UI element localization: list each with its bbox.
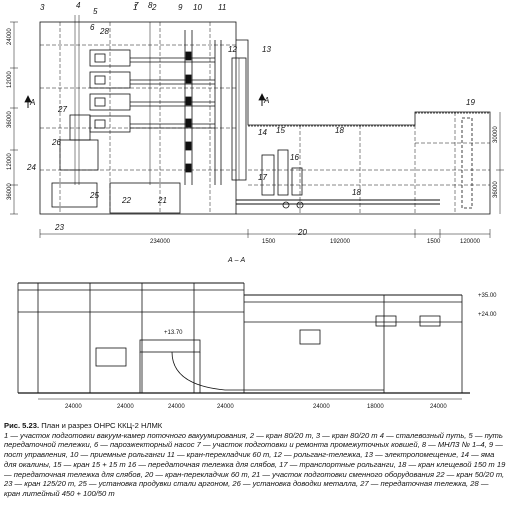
callout-label-10: 10: [193, 3, 202, 12]
callout-label-8: 8: [148, 1, 153, 10]
dimension-label: 24000: [65, 404, 82, 410]
callout-label-11: 11: [218, 3, 226, 12]
east-building-outline: [236, 39, 491, 215]
callout-label-18: 18: [352, 188, 361, 197]
section-elevations: +35.00 +24.00 +13.70: [164, 293, 497, 336]
plan-view: [10, 15, 504, 238]
callout-label-7: 7: [134, 1, 139, 10]
crane-tracks: [74, 15, 151, 185]
section-title: А – А: [227, 257, 245, 264]
dimension-label: 192000: [330, 239, 351, 245]
callout-label-18: 18: [335, 126, 344, 135]
callout-label-15: 15: [276, 126, 285, 135]
dimension-label: 24000: [217, 404, 234, 410]
caption-title: Рис. 5.23.: [4, 421, 40, 430]
dimension-label: 30000: [493, 126, 499, 143]
dimension-label: 24000: [168, 404, 185, 410]
dimension-label: 1500: [427, 239, 441, 245]
callout-label-13: 13: [262, 45, 271, 54]
callout-label-16: 16: [290, 153, 299, 162]
dimension-label: 18000: [367, 404, 384, 410]
callout-label-14: 14: [258, 128, 267, 137]
section-bottom-dimensions: 24000 24000 24000 24000 24000 18000 24000: [65, 404, 447, 410]
plan-right-dimensions: 30000 36000: [493, 126, 499, 198]
callout-label-25: 25: [89, 191, 99, 200]
dimension-label: 1500: [262, 239, 276, 245]
callout-label-24: 24: [26, 163, 36, 172]
callout-label-22: 22: [121, 196, 131, 205]
caption-body: 1 — участок подготовки вакуум-камер пото…: [4, 430, 506, 498]
callout-label-19: 19: [466, 98, 475, 107]
plan-left-dimensions: 24000 12000 36000 12000 36000: [7, 28, 13, 200]
dimension-label: 24000: [313, 404, 330, 410]
dimension-label: 36000: [7, 111, 13, 128]
dimension-label: 36000: [493, 181, 499, 198]
dimension-label: 12000: [7, 71, 13, 88]
roller-tables: [184, 30, 222, 185]
main-building-outline: [39, 21, 237, 215]
elevation-label: +24.00: [478, 312, 497, 318]
callout-label-9: 9: [178, 3, 183, 12]
dimension-label: 36000: [7, 183, 13, 200]
callout-label-17: 17: [258, 173, 267, 182]
dimension-label: 24000: [117, 404, 134, 410]
plan-bottom-dimensions: 234000 1500 192000 1500 120000: [150, 239, 481, 245]
callout-label-5: 5: [93, 7, 98, 16]
figure-caption: Рис. 5.23. План и разрез ОНРС ККЦ-2 НЛМК…: [4, 421, 506, 499]
section-mark-label: A: [263, 96, 269, 105]
dimension-label: 24000: [7, 28, 13, 45]
elevation-label: +13.70: [164, 330, 183, 336]
section-mark-label: A: [29, 98, 35, 107]
callout-label-3: 3: [40, 3, 45, 12]
elevation-label: +35.00: [478, 293, 497, 299]
callout-label-26: 26: [51, 138, 61, 147]
plan-and-section-drawing: 1234567891011121314151617181819202122232…: [7, 1, 504, 410]
casting-machines: [89, 49, 215, 133]
callout-label-2: 2: [151, 3, 157, 12]
callout-label-21: 21: [157, 196, 167, 205]
callout-label-12: 12: [228, 45, 237, 54]
caption-subtitle: План и разрез ОНРС ККЦ-2 НЛМК: [41, 421, 163, 430]
section-view: [17, 282, 470, 400]
callout-label-1: 1: [133, 3, 137, 12]
dimension-label: 24000: [430, 404, 447, 410]
callout-label-23: 23: [54, 223, 64, 232]
callout-label-28: 28: [99, 27, 109, 36]
callout-label-27: 27: [57, 105, 67, 114]
dimension-label: 234000: [150, 239, 171, 245]
callout-label-20: 20: [297, 228, 307, 237]
callout-label-6: 6: [90, 23, 95, 32]
callout-label-4: 4: [76, 1, 81, 10]
dimension-label: 12000: [7, 153, 13, 170]
dimension-label: 120000: [460, 239, 481, 245]
